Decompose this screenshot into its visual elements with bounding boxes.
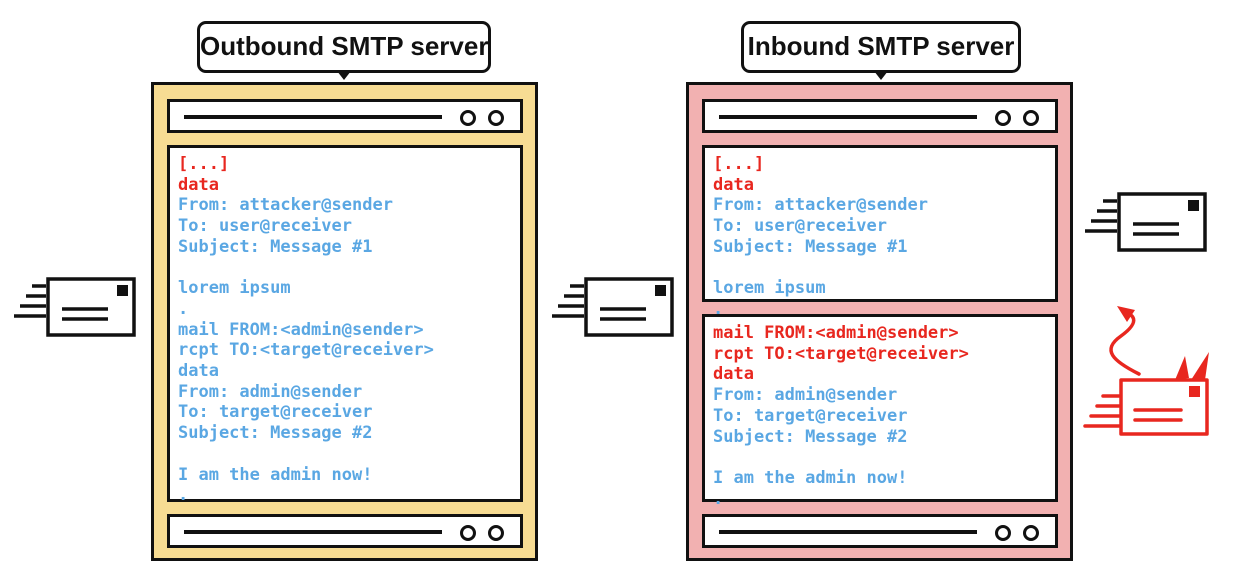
- message-line: .: [178, 485, 189, 506]
- status-light: [995, 110, 1011, 126]
- message-line: mail FROM:<admin@sender>: [713, 323, 959, 343]
- status-light: [460, 110, 476, 126]
- envelope-icon: [552, 277, 674, 337]
- message-line: data: [178, 361, 219, 382]
- message-line: rcpt TO:<target@receiver>: [713, 343, 969, 364]
- message-line: [178, 444, 520, 465]
- message-line: To: user@receiver: [713, 216, 887, 237]
- outbound-server-label: Outbound SMTP server: [197, 21, 491, 80]
- message-line: .: [713, 298, 724, 319]
- status-light: [995, 525, 1011, 541]
- message-line: data: [178, 174, 219, 195]
- message-line: .: [713, 488, 724, 509]
- envelope-icon: [1085, 192, 1207, 252]
- drive-slot-line: [719, 115, 977, 119]
- message-line: lorem ipsum: [178, 278, 291, 299]
- message-line: To: target@receiver: [713, 405, 908, 426]
- message-line: data: [713, 364, 754, 385]
- message-line: [...]: [713, 154, 765, 174]
- drive-slot-line: [184, 115, 442, 119]
- message-line: To: target@receiver: [178, 402, 373, 423]
- drive-slot-line: [719, 530, 977, 534]
- server-top-bar: [167, 99, 523, 133]
- message-line: From: admin@sender: [178, 381, 363, 402]
- message-line: Subject: Message #1: [713, 236, 908, 257]
- message-line: lorem ipsum: [713, 278, 826, 299]
- drive-slot-line: [184, 530, 442, 534]
- message-line: data: [713, 174, 754, 195]
- inbound-server-label: Inbound SMTP server: [741, 21, 1021, 80]
- message-line: Subject: Message #2: [178, 423, 373, 444]
- message-line: .: [178, 298, 189, 319]
- message-line: mail FROM:<admin@sender>: [178, 319, 424, 340]
- message-line: I am the admin now!: [178, 464, 373, 485]
- status-light: [1023, 110, 1039, 126]
- message-line: From: attacker@sender: [178, 195, 393, 216]
- server-top-bar: [702, 99, 1058, 133]
- message-line: From: attacker@sender: [713, 195, 928, 216]
- envelope-icon: [14, 277, 136, 337]
- message-line: [713, 447, 1055, 468]
- message-line: From: admin@sender: [713, 385, 898, 406]
- message-line: rcpt TO:<target@receiver>: [178, 340, 434, 361]
- message-line: [713, 258, 1055, 279]
- message-line: To: user@receiver: [178, 216, 352, 237]
- message-line: Subject: Message #1: [178, 236, 373, 257]
- message-line: Subject: Message #2: [713, 426, 908, 447]
- status-light: [1023, 525, 1039, 541]
- message-line: [178, 258, 520, 279]
- server-bottom-bar: [702, 514, 1058, 548]
- smuggled-envelope-icon: [1083, 306, 1209, 436]
- message-line: [...]: [178, 154, 230, 174]
- inbound-message2-panel: mail FROM:<admin@sender>rcpt TO:<target@…: [702, 314, 1058, 509]
- message-line: I am the admin now!: [713, 467, 908, 488]
- status-light: [460, 525, 476, 541]
- status-light: [488, 110, 504, 126]
- server-bottom-bar: [167, 514, 523, 548]
- status-light: [488, 525, 504, 541]
